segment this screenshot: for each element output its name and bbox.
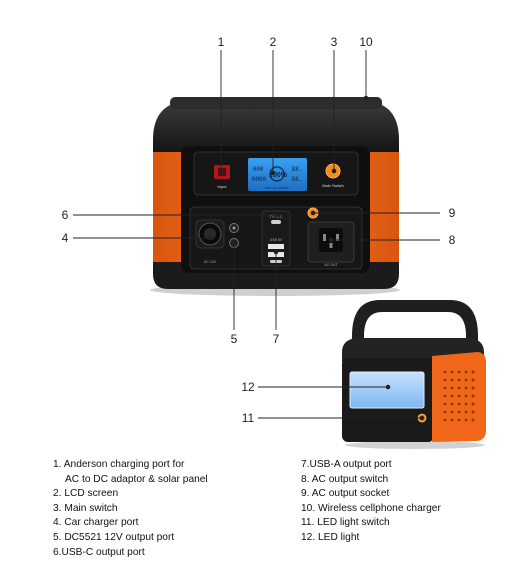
callout-5: 5 [231, 332, 238, 346]
legend-item: 4. Car charger port [53, 517, 139, 529]
lcd-center: 100% [269, 172, 288, 179]
legend-left: 1. Anderson charging port for AC to DC a… [53, 458, 208, 560]
legend-right: 7.USB-A output port 8. AC output switch … [301, 458, 441, 546]
main-power-station: Input 000 0000 100% 88. 88. EXIT AC USB … [150, 97, 400, 296]
usb-label: USB 5V [270, 238, 283, 242]
car-port-label: DC 12V [204, 260, 217, 264]
legend-item: 9. AC output socket [301, 488, 390, 500]
lcd-right-top: 88. [292, 166, 303, 173]
lcd-bottom: EXIT AC USB DC [265, 186, 289, 190]
legend-item: 11. LED light switch [301, 517, 390, 529]
input-label: Input [218, 184, 228, 189]
callout-6: 6 [62, 208, 69, 222]
legend-item: 1. Anderson charging port for [53, 459, 185, 470]
lcd-right-bottom: 88. [292, 176, 303, 183]
callout-lines [73, 50, 440, 330]
callout-8: 8 [449, 233, 456, 247]
callout-10: 10 [359, 35, 373, 49]
legend-item: 6.USB-C output port [53, 546, 145, 558]
callout-3: 3 [331, 35, 338, 49]
car-charger-port: DC 12V [195, 219, 225, 264]
legend-item: 10. Wireless cellphone charger [301, 502, 441, 514]
callout-11: 11 [242, 411, 255, 425]
main-switch-label: Main Switch [322, 183, 344, 188]
callout-7: 7 [273, 332, 280, 346]
callout-2: 2 [270, 35, 277, 49]
legend-item: 7.USB-A output port [301, 459, 392, 470]
lcd-left-top: 000 [253, 166, 264, 173]
callout-1: 1 [218, 35, 225, 49]
callout-numbers: 1 2 3 10 6 9 4 8 5 7 12 11 [62, 35, 456, 425]
legend-item: AC to DC adaptor & solar panel [65, 473, 208, 485]
legend-item: 5. DC5521 12V output port [53, 531, 175, 543]
led-light [349, 371, 425, 409]
lcd-screen: 000 0000 100% 88. 88. EXIT AC USB DC [248, 158, 307, 191]
legend-item: 3. Main switch [53, 502, 118, 514]
legend-item: 2. LCD screen [53, 488, 119, 500]
side-vents [443, 370, 475, 422]
callout-12: 12 [241, 380, 255, 394]
power-station-side-view [342, 300, 486, 449]
lcd-left-bottom: 0000 [252, 176, 267, 183]
callout-lines-secondary [258, 384, 425, 421]
legend-item: 8. AC output switch [301, 473, 389, 485]
ac-label: AC OUT [324, 263, 338, 267]
callout-9: 9 [449, 206, 456, 220]
legend-item: 12. LED light [301, 531, 360, 543]
callout-4: 4 [62, 231, 69, 245]
